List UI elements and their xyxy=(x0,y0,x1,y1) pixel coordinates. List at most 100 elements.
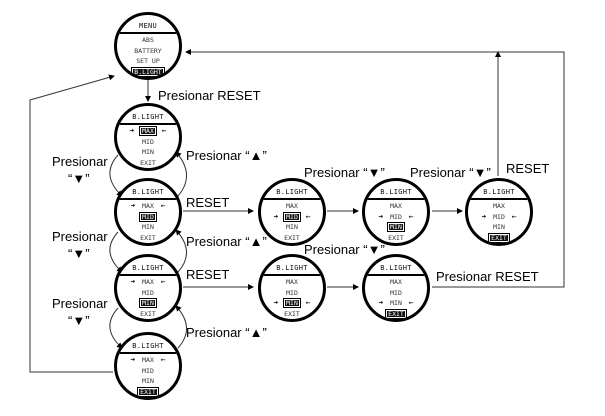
menu-option-exit: EXIT xyxy=(365,308,427,320)
option-text: EXIT xyxy=(388,233,404,242)
label-press-down-1a: Presionar xyxy=(52,154,108,169)
menu-option-battery: BATTERY xyxy=(117,46,179,57)
screen-header: B.LIGHT xyxy=(117,187,179,200)
arc-up-exit-to-min xyxy=(175,305,187,349)
arrow-left-icon: ← xyxy=(300,298,311,307)
menu-option-min: ➔ MIN ← xyxy=(261,298,323,309)
menu-option-max: ➔ MAX ← xyxy=(117,355,179,366)
screen-header: B.LIGHT xyxy=(117,341,179,354)
option-text: EXIT xyxy=(140,158,156,167)
arrow-left-icon: ← xyxy=(155,277,166,286)
arrow-right-icon: ➔ xyxy=(378,211,389,221)
arrow-left-icon: ← xyxy=(403,211,414,221)
menu-option-mid: MID xyxy=(261,288,323,299)
menu-option-min: ➔ MIN ← xyxy=(365,298,427,309)
arrow-left-icon: ← xyxy=(156,126,167,135)
menu-option-min: MIN xyxy=(117,147,179,158)
line-exit-to-menu xyxy=(29,74,115,373)
arc-up-min-to-mid xyxy=(175,229,187,273)
screen-header: B.LIGHT xyxy=(365,187,427,200)
option-text: MIN xyxy=(286,223,298,231)
option-text: EXIT xyxy=(137,386,159,397)
option-text: EXIT xyxy=(284,233,300,242)
option-text: MAX xyxy=(142,356,154,364)
menu-option-exit: EXIT xyxy=(117,233,179,244)
arrow-left-icon: ← xyxy=(155,201,166,210)
label-press-down-3b: “▼” xyxy=(68,313,90,328)
option-text: B.LIGHT xyxy=(131,66,165,77)
option-text: MID xyxy=(493,212,505,221)
menu-option-exit: EXIT xyxy=(117,158,179,169)
option-text: MIN xyxy=(142,377,154,385)
line-min2-reset-to-menu xyxy=(185,49,565,288)
label-press-down-2b: “▼” xyxy=(68,246,90,261)
menu-option-mid: ➔ MID ← xyxy=(365,212,427,223)
option-text: MID xyxy=(142,137,154,146)
arrow-right-icon: ➔ xyxy=(130,355,141,364)
arrow-right-icon: ➔ xyxy=(481,211,492,221)
option-text: MID xyxy=(390,288,402,297)
label-press-reset-top: Presionar RESET xyxy=(158,88,261,103)
menu-option-exit: EXIT xyxy=(117,309,179,320)
screen-header: B.LIGHT xyxy=(261,263,323,276)
screen-header: B.LIGHT xyxy=(261,187,323,200)
menu-option-min: MIN xyxy=(117,222,179,233)
screen-header: B.LIGHT xyxy=(117,263,179,276)
menu-option-mid: MID xyxy=(117,211,179,223)
menu-option-min: MIN xyxy=(117,376,179,387)
menu-option-exit: EXIT xyxy=(261,309,323,320)
option-text: MIN xyxy=(387,222,405,232)
label-reset-min: RESET xyxy=(186,267,230,282)
menu-option-exit: EXIT xyxy=(261,233,323,244)
option-text: MAX xyxy=(139,126,157,136)
menu-option-b-light: B.LIGHT xyxy=(117,66,179,78)
menu-option-mid: ➔ MID ← xyxy=(468,212,530,223)
label-press-down-1b: “▼” xyxy=(68,171,90,186)
option-text: SET UP xyxy=(136,57,160,65)
option-text: MAX xyxy=(286,278,298,286)
menu-option-mid: ➔ MID ← xyxy=(261,211,323,223)
menu-option-mid: MID xyxy=(117,366,179,377)
menu-option-min: MIN xyxy=(468,222,530,233)
arc-down-min-to-exit xyxy=(109,307,123,349)
label-press-down-3a: Presionar xyxy=(52,296,108,311)
arrow-left-icon: ← xyxy=(155,355,166,364)
menu-option-min: MIN xyxy=(261,222,323,233)
option-text: MID xyxy=(390,212,402,221)
option-text: MIN xyxy=(142,223,154,231)
option-text: MAX xyxy=(142,278,154,286)
menu-option-exit: EXIT xyxy=(468,232,530,244)
option-text: ABS xyxy=(142,36,154,44)
arrow-left-icon: ← xyxy=(403,298,414,307)
label-press-down-min: Presionar “▼” xyxy=(304,242,385,257)
screen-header: B.LIGHT xyxy=(365,263,427,276)
label-press-up-2: Presionar “▲” xyxy=(186,234,267,249)
arrow-right-icon: ➔ xyxy=(378,298,389,307)
menu-option-min: MIN xyxy=(365,222,427,233)
option-text: MID xyxy=(142,288,154,297)
option-text: MID xyxy=(283,211,301,222)
menu-option-max: MAX xyxy=(468,201,530,212)
menu-option-exit: EXIT xyxy=(117,386,179,398)
label-press-reset-right: Presionar RESET xyxy=(436,269,539,284)
label-press-up-3: Presionar “▲” xyxy=(186,325,267,340)
menu-option-min: MIN xyxy=(117,298,179,309)
menu-option-max: ➔ MAX ← xyxy=(117,126,179,137)
arrow-left-icon: ← xyxy=(506,211,517,221)
arrow-right-icon: ➔ xyxy=(273,211,284,221)
option-text: MIN xyxy=(142,148,154,156)
screen-header: MENU xyxy=(117,21,179,34)
menu-option-max: MAX xyxy=(365,201,427,212)
screen-min-select-min: B.LIGHT MAX MID➔ MIN ←EXIT xyxy=(258,254,326,322)
menu-option-max: MAX xyxy=(261,201,323,212)
option-text: MAX xyxy=(493,202,505,210)
option-text: MAX xyxy=(390,202,402,210)
arrow-right-icon: ➔ xyxy=(129,126,140,135)
